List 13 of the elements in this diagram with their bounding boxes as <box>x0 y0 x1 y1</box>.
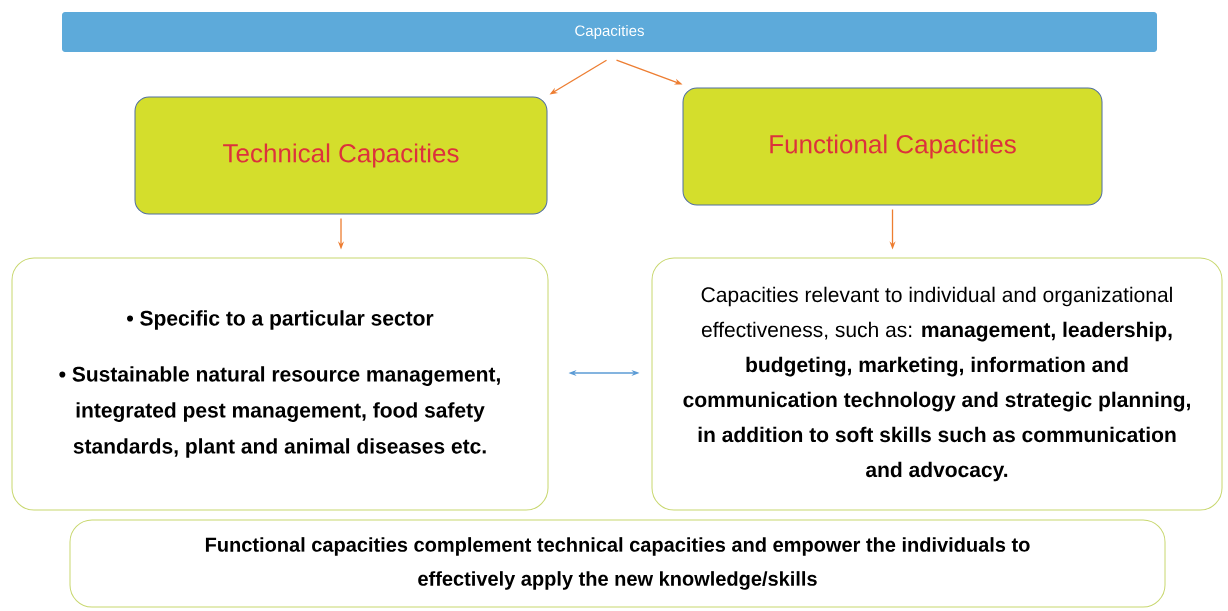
text-box <box>11 257 549 511</box>
text-box <box>69 519 1166 608</box>
title-bar <box>62 12 1157 52</box>
text-box <box>651 257 1223 511</box>
category-box <box>682 87 1103 206</box>
label-text: Functional Capacities <box>770 134 1016 159</box>
label-text: Capacities <box>575 25 644 39</box>
label-text: Capacities relevant to individual and organizational effectiveness, such as: management, leadership, budgeting, marketing, information and communication technology and strategic planning, in addition to soft skills such as communication and advocacy. <box>683 286 1190 482</box>
category-box <box>134 96 548 215</box>
label-text: Functional capacities complement technical capacities and empower the individuals to effectively apply the new knowledge/skills <box>205 537 1030 590</box>
bullet-text: • Sustainable natural resource management, integrated pest management, food safety standards, plant and animal diseases etc. <box>59 366 500 458</box>
label-text: Technical Capacities <box>223 143 459 168</box>
bullet-text: • Specific to a particular sector <box>127 310 434 330</box>
